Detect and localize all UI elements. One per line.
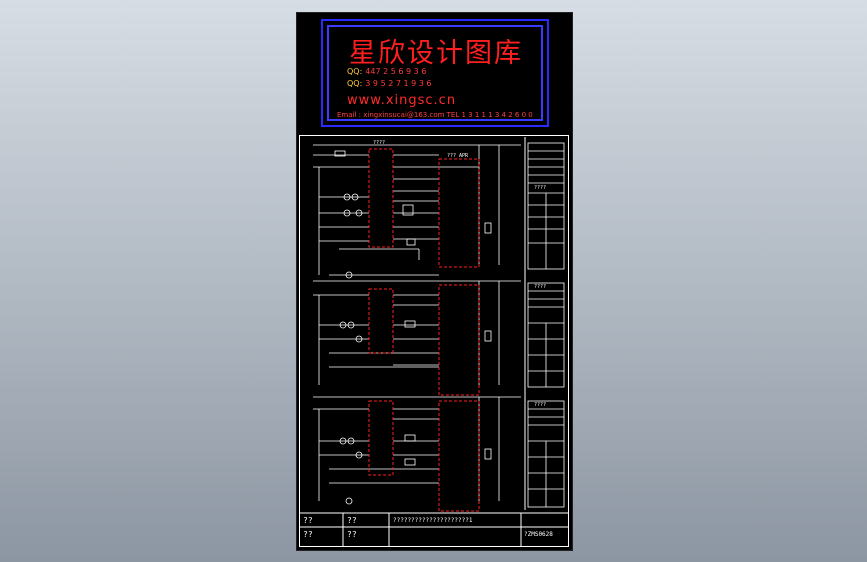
relay-module-1: [368, 148, 394, 248]
side-panel-1-label: ????: [534, 185, 546, 191]
drawing-border: [299, 135, 569, 547]
title-block-cell-3: ??: [303, 530, 313, 539]
title-block-cell-2: ??: [347, 516, 357, 525]
contact-line: Email : xingxinsucai@163.com TEL 1 3 1 1…: [337, 111, 533, 119]
schematic-area: ???? ??? APR ???? ???? ???? ?? ?? ??????…: [299, 135, 569, 547]
side-panel-3: [527, 400, 565, 508]
terminal-block-2: [438, 284, 480, 396]
side-panel-1: [527, 142, 565, 270]
qq-line-2: QQ:3 9 5 2 7 1 9 3 6: [347, 79, 431, 88]
drawing-sheet: 星欣设计图库 QQ:447 2 5 6 9 3 6 QQ:3 9 5 2 7 1…: [296, 12, 573, 551]
qq-line-1: QQ:447 2 5 6 9 3 6: [347, 67, 426, 76]
brand-title: 星欣设计图库: [349, 38, 523, 69]
circuit-section-2: [313, 280, 521, 385]
side-panel-3-label: ????: [534, 402, 546, 408]
title-block-cell-4: ??: [347, 530, 357, 539]
website-url: www.xingsc.cn: [347, 93, 457, 108]
qq-number-2: 3 9 5 2 7 1 9 3 6: [365, 79, 432, 88]
schematic-svg: ???? ??? APR ???? ???? ????: [299, 135, 569, 547]
side-panel-2-label: ????: [534, 284, 546, 290]
circuit-section-3: [313, 396, 521, 505]
qq-tag-2: QQ:: [347, 79, 363, 88]
terminal-block-3: [438, 400, 480, 512]
drawing-code: ?ZMS0628: [524, 531, 553, 538]
qq-number-1: 447 2 5 6 9 3 6: [365, 67, 427, 76]
drawing-title: ?????????????????????1: [393, 517, 473, 524]
terminal-block-1: [438, 158, 480, 268]
banner-inner-frame: 星欣设计图库 QQ:447 2 5 6 9 3 6 QQ:3 9 5 2 7 1…: [327, 25, 543, 121]
relay-module-3: [368, 400, 394, 476]
bus-label: ??? APR: [447, 153, 469, 159]
module-label: ????: [373, 140, 385, 146]
qq-tag-1: QQ:: [347, 67, 363, 76]
side-panel-2: [527, 282, 565, 388]
relay-module-2: [368, 288, 394, 354]
title-block-cell-1: ??: [303, 516, 313, 525]
watermark-banner: 星欣设计图库 QQ:447 2 5 6 9 3 6 QQ:3 9 5 2 7 1…: [321, 19, 549, 127]
circuit-section-1: [313, 144, 521, 279]
